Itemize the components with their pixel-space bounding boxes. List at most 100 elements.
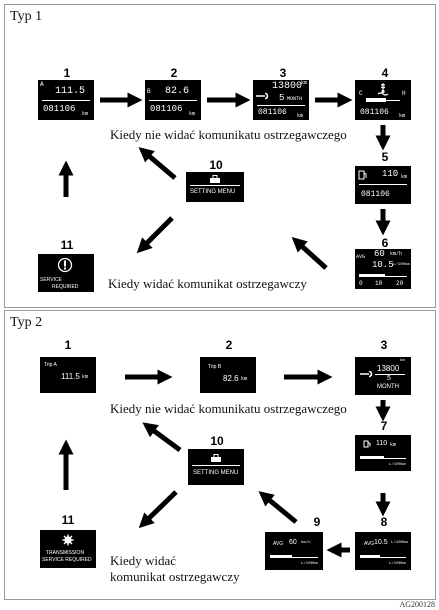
divider <box>359 184 407 185</box>
type2-step-1: 1 <box>64 338 72 352</box>
type2-caption-warning-line1: Kiedy widać <box>110 553 177 568</box>
type1-step-4: 4 <box>381 66 389 80</box>
type1-screen-trip-a: A 111.5 081106 km <box>38 80 94 120</box>
trip-a-mark: Trip A <box>44 362 57 368</box>
avg-speed: 60 <box>289 539 297 546</box>
toolbox-icon <box>211 454 221 462</box>
type1-screen-trip-b: B 82.6 081106 km <box>145 80 201 120</box>
scale-20: 20 <box>396 280 404 287</box>
odometer: 081106 <box>43 104 76 114</box>
type2-screen-average-speed: AVG 60 km/h L/100km <box>265 532 323 570</box>
odometer-unit: km <box>297 113 304 119</box>
toolbox-icon <box>210 175 220 183</box>
avg-consumption-unit: L/100km <box>393 263 410 267</box>
divider <box>375 374 405 375</box>
range-value: 110 <box>376 440 388 447</box>
type1-step-1: 1 <box>63 66 71 80</box>
trip-a-unit: km <box>82 374 89 380</box>
type2-caption-warning-line2: komunikat ostrzegawczy <box>110 569 240 584</box>
divider <box>190 185 240 186</box>
type1-caption-warning: Kiedy widać komunikat ostrzegawczy <box>108 276 307 291</box>
scale-10: 10 <box>375 280 383 287</box>
service-months-label: MONTH <box>377 384 399 390</box>
transmission-line1: TRANSMISSION <box>46 550 85 556</box>
range-unit: km <box>390 442 397 448</box>
service-km: 13800 <box>272 81 303 92</box>
service-km-unit: km <box>301 80 308 86</box>
avg-label: AVG <box>356 254 366 260</box>
warning-icon <box>57 257 73 273</box>
t1-arrow-10-1 <box>138 147 177 180</box>
trip-b-unit: km <box>241 376 248 382</box>
type2-screen-average-consumption: AVG 10.5 L/100km L/100km <box>355 532 411 570</box>
consumption-bar-fill <box>360 555 380 558</box>
divider <box>257 105 305 106</box>
avg-consumption: 10.5 <box>372 260 394 270</box>
service-months: 5 <box>387 375 391 382</box>
type1-step-3: 3 <box>279 66 287 80</box>
gauge-cold: C <box>359 90 363 97</box>
odometer-unit: km <box>82 111 89 117</box>
divider <box>149 100 197 101</box>
wrench-icon <box>256 92 269 100</box>
type1-title: Typ 1 <box>10 9 43 24</box>
type2-title: Typ 2 <box>10 315 43 330</box>
fuel-pump-icon <box>358 170 367 180</box>
service-km-unit: km <box>400 359 405 363</box>
type2-screen-range: 110 km L/100km <box>355 435 411 471</box>
consumption-bar-fill <box>270 555 292 558</box>
range-value: 110 <box>382 169 399 179</box>
setting-menu-label: SETTING MENU <box>190 189 236 195</box>
consumption-bar-fill <box>360 456 384 459</box>
type1-step-11: 11 <box>60 238 74 252</box>
divider <box>42 100 90 101</box>
avg-speed-unit: km/h <box>301 541 311 545</box>
service-months-label: MONTH <box>287 96 303 102</box>
odometer: 081106 <box>361 190 390 199</box>
trip-a-value: 111.5 <box>55 86 86 97</box>
t2-arrow-9-10 <box>258 491 298 524</box>
odometer: 081106 <box>360 108 389 117</box>
avg-label: AVG <box>273 541 284 547</box>
divider <box>192 465 240 466</box>
trip-b-mark: B <box>147 88 151 95</box>
type2-step-9: 9 <box>313 515 321 529</box>
type1-screen-average: AVG 60 km/h 10.5 L/100km 0 10 20 <box>355 249 411 289</box>
transmission-line2: SERVICE REQUIRED <box>42 557 92 563</box>
service-line2: REQUIRED <box>52 284 79 290</box>
consumption-scale <box>360 557 406 558</box>
trip-b-mark: Trip B <box>208 364 222 370</box>
type2-screen-transmission-service: TRANSMISSION SERVICE REQUIRED <box>40 530 96 568</box>
service-km: 13800 <box>377 364 400 373</box>
type1-screen-service-required: SERVICE REQUIRED <box>38 254 94 292</box>
wrench-icon <box>360 370 373 378</box>
odometer: 081106 <box>150 104 183 114</box>
consumption-scale <box>270 557 318 558</box>
trip-b-value: 82.6 <box>223 374 239 383</box>
type2-step-10: 10 <box>210 434 224 448</box>
type2-screen-setting-menu: SETTING MENU <box>188 449 244 485</box>
t1-arrow-10-11 <box>136 216 174 254</box>
avg-label: AVG <box>364 541 375 547</box>
type1-screen-service-reminder: 13800 km 5 MONTH 081106 km <box>253 80 309 120</box>
setting-menu-label: SETTING MENU <box>193 470 239 476</box>
type1-step-10: 10 <box>209 158 223 172</box>
gear-warning-icon <box>62 534 74 546</box>
type1-step-5: 5 <box>381 150 389 164</box>
consumption-unit: L/100km <box>389 463 406 467</box>
trip-b-value: 82.6 <box>165 86 190 97</box>
type2-step-3: 3 <box>380 338 388 352</box>
avg-consumption-unit: L/100km <box>391 541 408 545</box>
temperature-fill <box>366 98 386 102</box>
type2-step-11: 11 <box>61 513 75 527</box>
service-months: 5 <box>279 93 285 103</box>
type2-step-2: 2 <box>225 338 233 352</box>
odometer-unit: km <box>189 111 196 117</box>
consumption-bar-fill <box>359 274 385 277</box>
fuel-pump-icon <box>363 440 371 448</box>
avg-speed: 60 <box>374 249 385 259</box>
type1-screen-setting-menu: SETTING MENU <box>186 172 244 202</box>
odometer: 081106 <box>258 108 287 117</box>
type2-screen-trip-a: Trip A 111.5 km <box>40 357 96 393</box>
type2-step-7: 7 <box>380 419 388 433</box>
